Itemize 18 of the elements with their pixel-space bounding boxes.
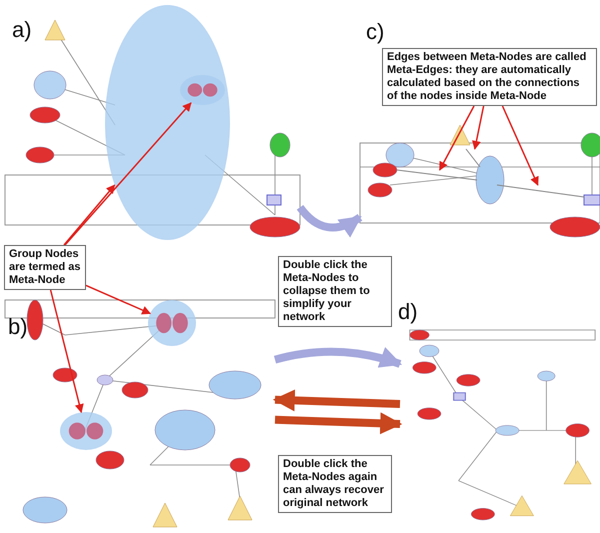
leader-line xyxy=(472,106,484,150)
panel-label: d) xyxy=(398,300,418,324)
leader-line xyxy=(64,102,192,246)
callout-box: Double click the Meta-Nodes again can always recover original network xyxy=(278,455,392,513)
arrow xyxy=(274,347,402,368)
arrow xyxy=(296,204,362,238)
callout-box: Edges between Meta-Nodes are called Meta-Edges: they are automatically calculated based on the connections of the nodes inside Meta-Node xyxy=(382,48,597,106)
arrow xyxy=(274,412,402,434)
panel-label: a) xyxy=(12,18,32,42)
panel-label: b) xyxy=(8,315,28,339)
callout-box: Double click the Meta-Nodes to collapse them to simplify your network xyxy=(278,256,392,327)
leader-line xyxy=(502,106,539,186)
arrow xyxy=(272,389,400,412)
leader-line xyxy=(439,106,475,171)
callout-box: Group Nodes are termed as Meta-Node xyxy=(4,245,86,290)
leader-line xyxy=(63,184,116,246)
panel-label: c) xyxy=(366,20,384,44)
leader-line xyxy=(86,284,152,314)
